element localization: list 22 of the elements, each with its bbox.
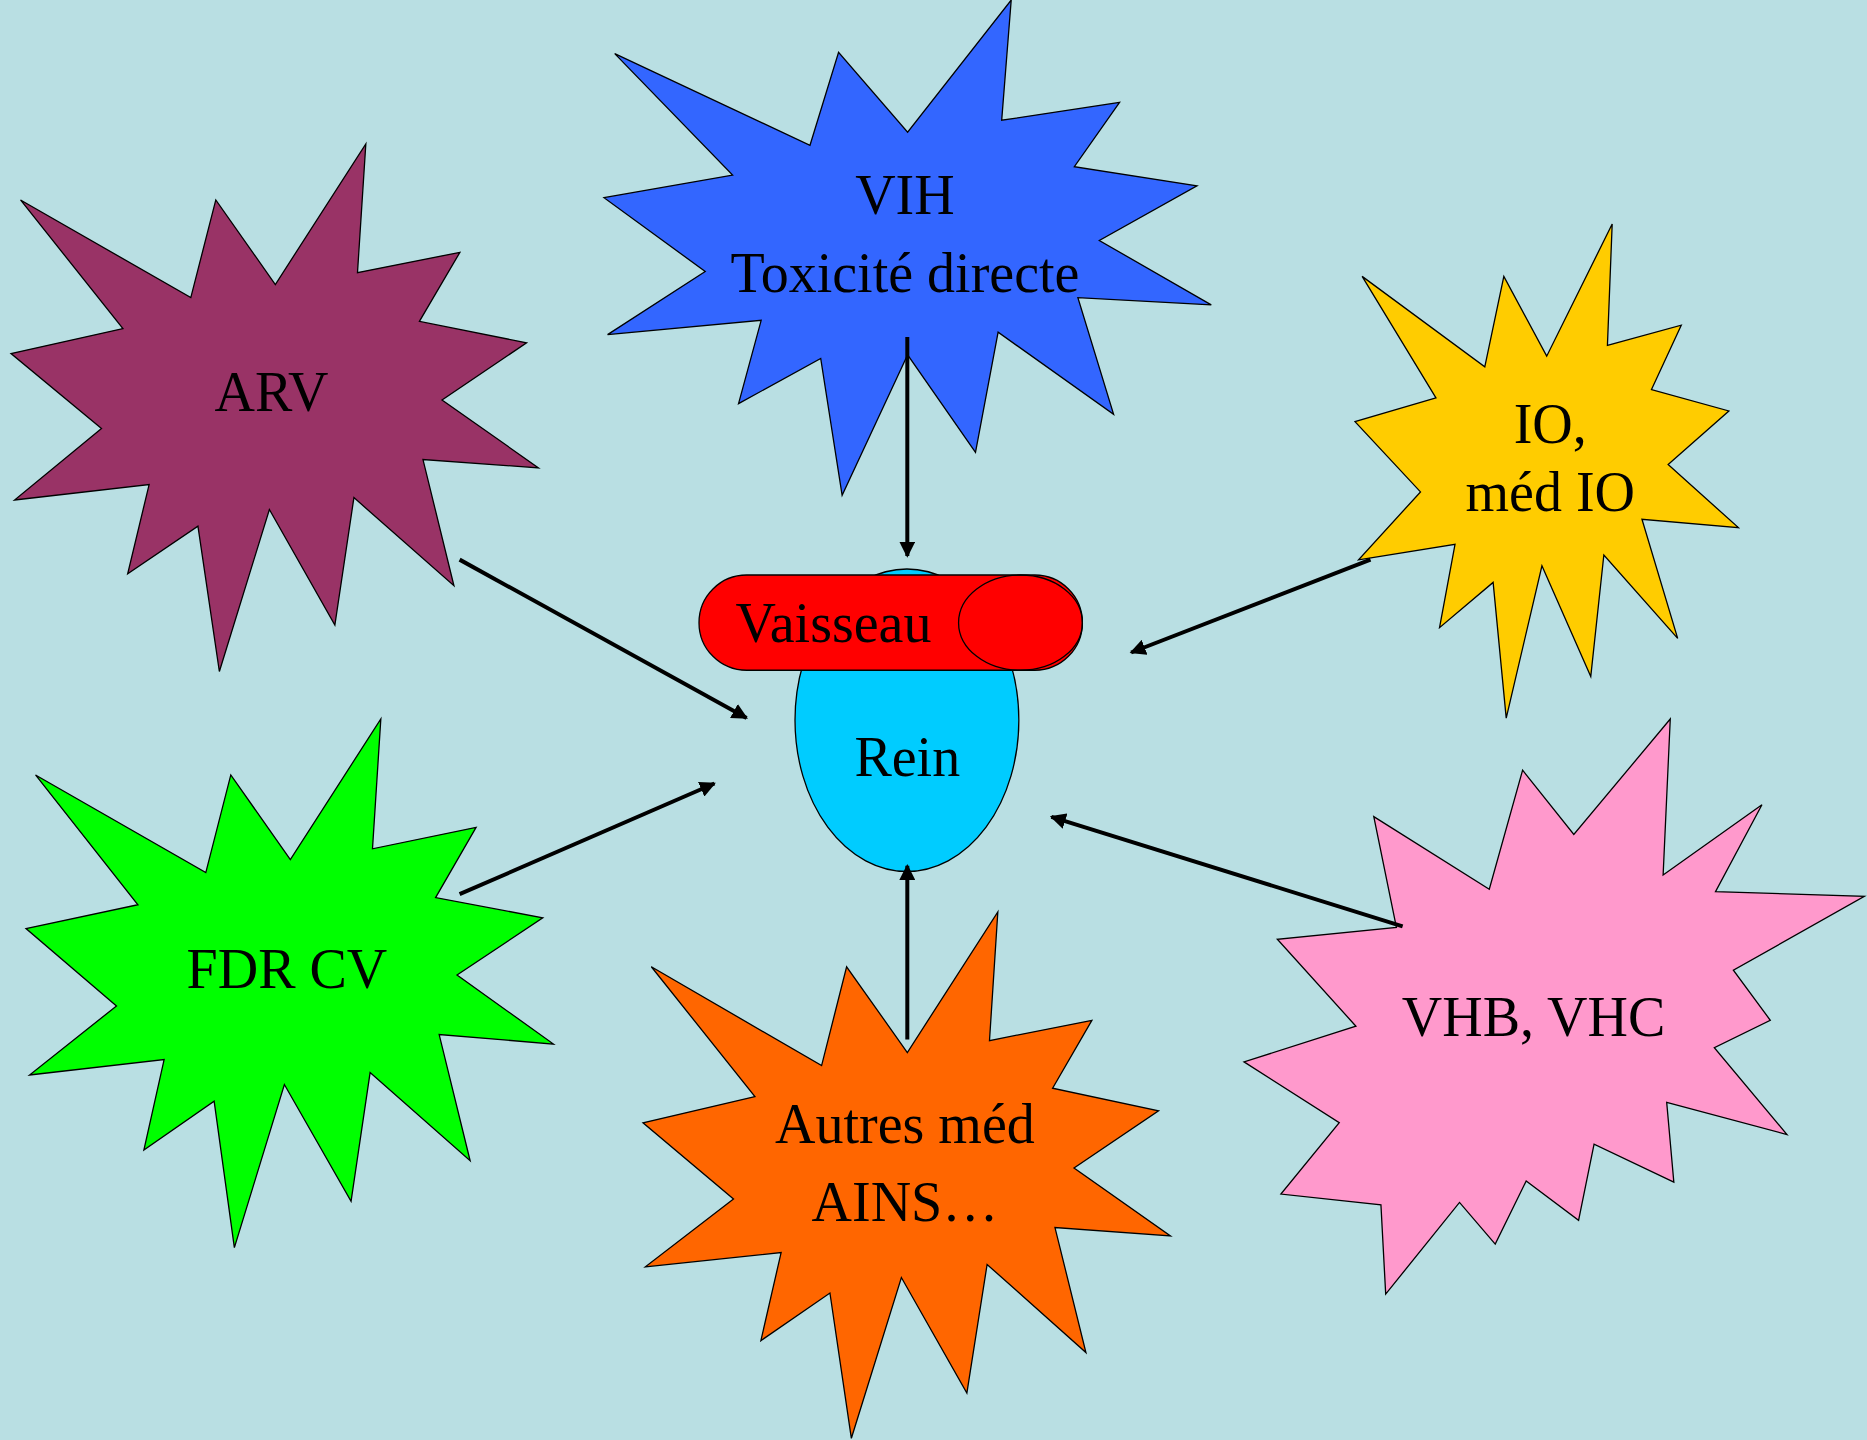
starburst-shape [1244,719,1865,1295]
arrow [458,781,716,897]
node-label: Autres méd [775,1092,1035,1158]
node-label: Vaisseau [735,591,932,657]
starburst-shape [1355,223,1739,718]
starburst-shape [26,719,554,1248]
node-label: Toxicité directe [730,241,1080,307]
starburst-shape [603,0,1211,496]
node-label: VHB, VHC [1401,985,1666,1051]
starburst-shape [10,144,539,672]
node-label: Rein [854,725,961,791]
node-label: FDR CV [186,937,388,1003]
node-label: AINS… [811,1170,999,1235]
node-label: IO, méd IO [1465,392,1635,525]
arrow [899,336,916,558]
node-label: VIH [855,163,955,229]
starburst-shape [642,912,1171,1439]
arrow [458,557,748,720]
arrow [899,864,916,1040]
node-label: ARV [214,360,329,426]
arrow [1049,813,1404,929]
arrow [1129,557,1372,655]
